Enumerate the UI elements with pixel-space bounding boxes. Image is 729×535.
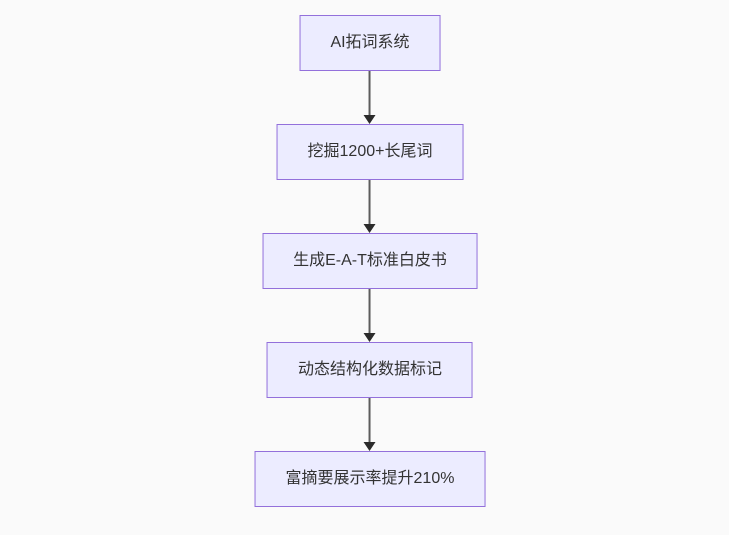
- arrow-down: [364, 398, 376, 451]
- arrow-head-icon: [364, 442, 376, 451]
- arrow-head-icon: [364, 333, 376, 342]
- flow-node-ai-keyword-system: AI拓词系统: [299, 15, 441, 71]
- arrow-line: [369, 71, 371, 115]
- arrow-down: [364, 289, 376, 342]
- arrow-head-icon: [364, 115, 376, 124]
- flow-node-eat-whitepaper: 生成E-A-T标准白皮书: [262, 233, 478, 289]
- arrow-line: [369, 180, 371, 224]
- flow-node-label: 动态结构化数据标记: [297, 361, 442, 378]
- flow-node-structured-data-markup: 动态结构化数据标记: [266, 342, 473, 398]
- flow-node-label: AI拓词系统: [330, 34, 410, 51]
- arrow-down: [364, 180, 376, 233]
- flow-node-label: 生成E-A-T标准白皮书: [293, 252, 447, 269]
- arrow-down: [364, 71, 376, 124]
- flow-node-rich-snippet-uplift: 富摘要展示率提升210%: [254, 451, 486, 507]
- arrow-line: [369, 289, 371, 333]
- flow-node-label: 挖掘1200+长尾词: [307, 143, 433, 160]
- arrow-line: [369, 398, 371, 442]
- flow-node-label: 富摘要展示率提升210%: [285, 470, 455, 487]
- arrow-head-icon: [364, 224, 376, 233]
- flowchart: AI拓词系统 挖掘1200+长尾词 生成E-A-T标准白皮书 动态结构化数据标记…: [254, 15, 486, 507]
- flow-node-longtail-mining: 挖掘1200+长尾词: [276, 124, 464, 180]
